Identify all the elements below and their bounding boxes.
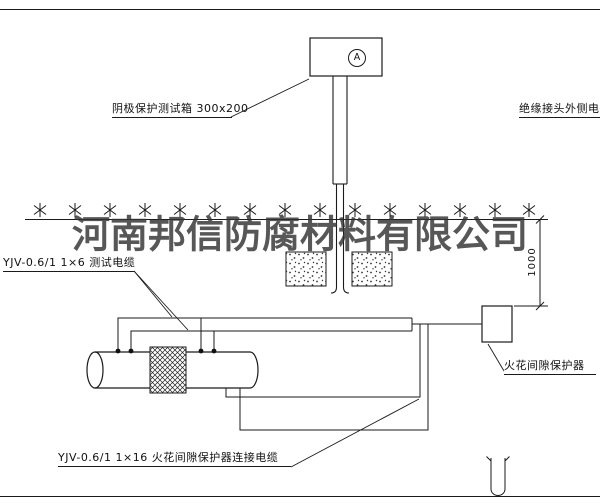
detail-symbol (486, 456, 510, 496)
cable-runs (117, 317, 482, 431)
grade-marks (33, 202, 536, 218)
label-outer-cable: 绝缘接头外侧电缆 (519, 102, 600, 118)
cable-connection-dots (115, 348, 217, 354)
label-spark-gap: 火花间隙保护器 (504, 359, 596, 375)
dimension-line (514, 215, 548, 311)
leader-lines (133, 78, 505, 468)
meter-letter: A (353, 52, 361, 63)
concrete-blocks (285, 251, 393, 287)
spark-gap-protector (481, 305, 513, 343)
frame-lines (0, 9, 600, 497)
meter-symbol: A (348, 49, 366, 67)
test-post (330, 76, 350, 294)
label-connect-cable: YJV-0.6/1 1×16 火花间隙保护器连接电缆 (58, 451, 291, 467)
insulating-joint (149, 346, 187, 394)
label-test-cable: YJV-0.6/1 1×6 测试电缆 (3, 256, 135, 272)
test-box (309, 37, 383, 77)
dimension-text: 1000 (527, 247, 538, 277)
label-test-box: 阴极保护测试箱 300x200 (112, 102, 248, 118)
